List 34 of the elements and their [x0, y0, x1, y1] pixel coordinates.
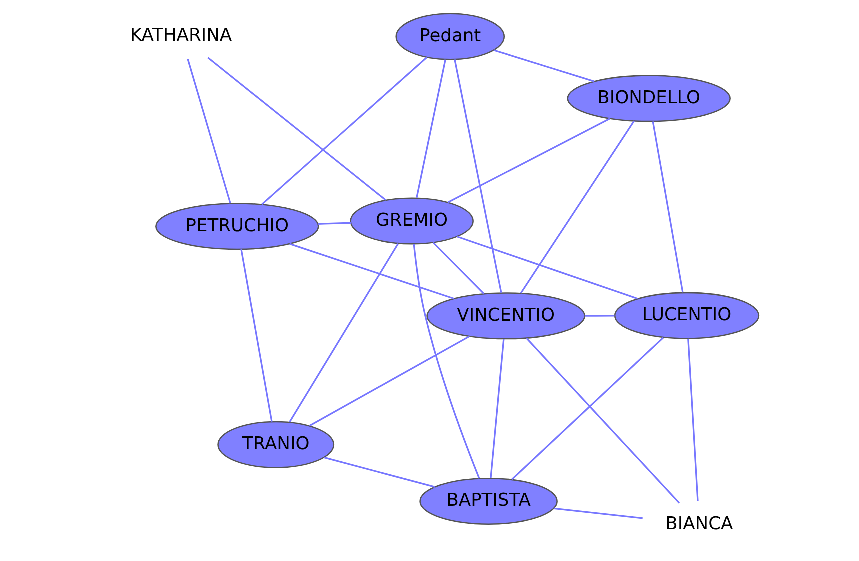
- connector: [416, 60, 446, 198]
- node-text: KATHARINA: [130, 25, 232, 46]
- connector: [318, 222, 351, 225]
- node-ellipse: TRANIO: [217, 421, 334, 468]
- node-ellipse: BIONDELLO: [566, 75, 730, 122]
- connector: [261, 57, 428, 206]
- connector: [652, 122, 684, 293]
- connector: [432, 242, 484, 295]
- connector: [412, 244, 480, 479]
- connector: [447, 118, 610, 204]
- connector: [240, 249, 272, 422]
- connector: [288, 243, 398, 423]
- connector: [308, 336, 470, 427]
- connector: [324, 456, 435, 488]
- connector: [554, 508, 642, 520]
- connector: [207, 57, 386, 202]
- connector: [289, 243, 454, 300]
- connector: [490, 339, 504, 478]
- node-text: BIANCA: [665, 513, 733, 534]
- connector: [456, 236, 638, 300]
- connector: [493, 50, 594, 82]
- connector: [584, 315, 614, 317]
- node-ellipse: BAPTISTA: [419, 478, 558, 525]
- connector: [687, 338, 698, 502]
- node-ellipse: VINCENTIO: [426, 292, 586, 340]
- connector: [520, 120, 634, 294]
- node-ellipse: GREMIO: [350, 198, 474, 245]
- node-ellipse: LUCENTIO: [614, 292, 760, 340]
- connector: [454, 59, 502, 294]
- node-ellipse: PETRUCHIO: [155, 203, 319, 250]
- connector: [526, 338, 680, 504]
- connector: [511, 337, 664, 480]
- node-ellipse: Pedant: [395, 13, 505, 60]
- connector: [186, 59, 231, 204]
